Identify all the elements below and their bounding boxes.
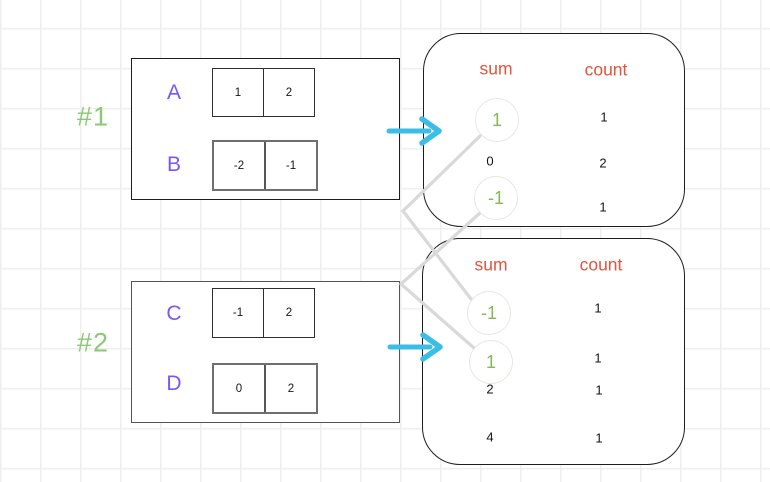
array-b: -2 -1 <box>212 140 318 191</box>
group2-row-d-label: D <box>166 372 182 395</box>
result2-sum-3: 4 <box>486 429 494 445</box>
array-cell: 1 <box>234 86 242 99</box>
result2-sum-1: 1 <box>485 351 496 372</box>
array-d: 0 2 <box>212 363 318 414</box>
result-box-2 <box>422 238 685 465</box>
highlight-circle: 1 <box>475 98 519 142</box>
result1-sum-0: 1 <box>491 109 502 130</box>
result2-count-header: count <box>579 254 623 275</box>
group1-row-b-label: B <box>166 153 182 176</box>
array-c: -1 2 <box>212 288 315 338</box>
array-cell: -1 <box>264 142 316 189</box>
result2-count-1: 1 <box>594 350 602 366</box>
group2-label: #2 <box>76 327 110 358</box>
group2-row-c-label: C <box>166 302 182 325</box>
result2-sum-2: 2 <box>486 381 494 397</box>
result1-count-0: 1 <box>600 109 608 125</box>
result1-count-header: count <box>584 59 628 80</box>
result2-count-2: 1 <box>595 382 603 398</box>
array-cell: -1 <box>232 307 244 319</box>
result-box-1 <box>423 33 685 227</box>
array-a: 1 2 <box>212 68 315 117</box>
group1-row-a-label: A <box>166 81 182 104</box>
highlight-circle: -1 <box>474 176 518 220</box>
result1-count-1: 2 <box>599 155 607 171</box>
result1-sum-2: -1 <box>487 187 504 208</box>
result2-sum-0: -1 <box>480 302 497 323</box>
result2-count-0: 1 <box>594 300 602 316</box>
array-cell: 2 <box>264 365 316 412</box>
result1-sum-header: sum <box>479 58 513 79</box>
result2-count-3: 1 <box>595 430 603 446</box>
highlight-circle: 1 <box>469 340 513 384</box>
array-cell: 2 <box>263 289 314 337</box>
array-cell: -2 <box>233 159 245 172</box>
result1-count-2: 1 <box>599 199 607 215</box>
result2-sum-header: sum <box>474 254 508 275</box>
result1-sum-1: 0 <box>486 153 494 169</box>
array-cell: 2 <box>263 69 314 116</box>
highlight-circle: -1 <box>467 291 511 335</box>
group1-label: #1 <box>76 101 110 132</box>
array-cell: 0 <box>235 382 243 395</box>
